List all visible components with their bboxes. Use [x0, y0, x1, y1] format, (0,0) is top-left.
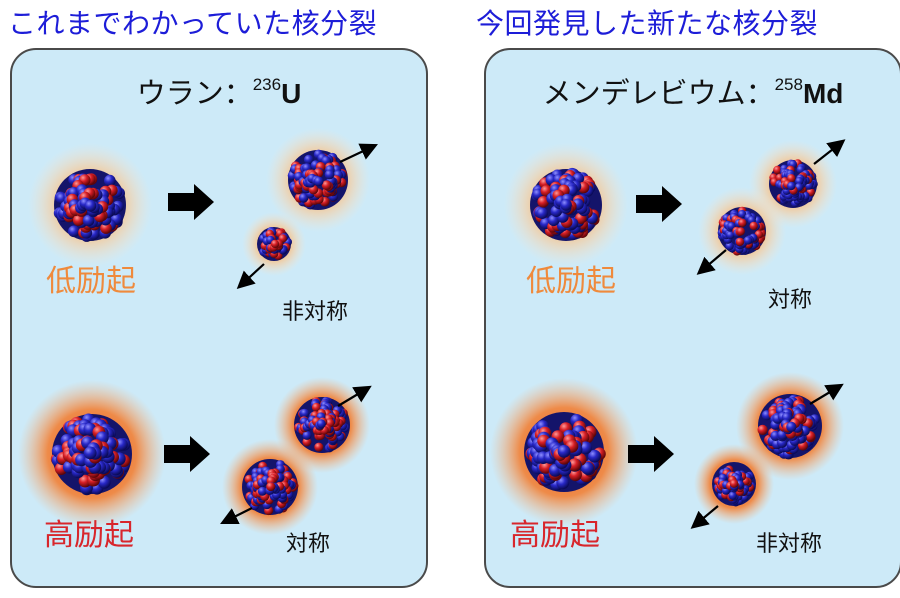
nucleus-icon	[717, 206, 766, 256]
fragment-motion-arrow	[813, 139, 846, 165]
panel-mendelevium: メンデレビウム：258Md 低励起 対称 高励起 非対称	[484, 48, 900, 588]
nucleus-icon	[257, 227, 292, 261]
nucleus-icon	[53, 169, 126, 242]
nucleus-title: ウラン：236U	[12, 70, 426, 112]
nucleus-icon	[294, 397, 350, 453]
element-symbol: U	[281, 78, 302, 109]
nucleus-icon	[242, 459, 299, 516]
nucleus-icon	[524, 412, 606, 492]
fragment-motion-arrow	[337, 385, 372, 407]
fragment-motion-arrow	[220, 507, 253, 524]
element-symbol: Md	[802, 78, 844, 109]
nucleus-icon	[757, 394, 822, 460]
right-arrow-icon	[164, 436, 210, 472]
fragment-motion-arrow	[236, 263, 265, 289]
fragment-motion-arrow	[809, 383, 844, 405]
nucleus-title: メンデレビウム：258Md	[486, 70, 900, 112]
right-arrow-icon	[636, 186, 682, 222]
nucleus-icon	[530, 167, 602, 241]
high-excitation-label: 高励起	[44, 518, 134, 553]
high-result-label: 非対称	[756, 532, 823, 557]
low-result-label: 対称	[768, 288, 813, 313]
nucleus-name: メンデレビウム：	[542, 76, 775, 110]
fragment-motion-arrow	[339, 143, 378, 163]
mass-number: 236	[252, 75, 282, 94]
heading-new-fission: 今回発見した新たな核分裂	[476, 7, 819, 40]
low-excitation-label: 低励起	[526, 264, 616, 299]
fragment-motion-arrow	[696, 249, 727, 275]
high-result-label: 対称	[286, 532, 331, 557]
nucleus-name: ウラン：	[136, 76, 253, 110]
right-arrow-icon	[168, 184, 214, 220]
low-result-label: 非対称	[282, 300, 349, 325]
panel-uranium: ウラン：236U 低励起 非対称 高励起 対称	[10, 48, 428, 588]
nucleus-icon	[769, 159, 818, 208]
fission-scene	[18, 128, 378, 535]
nucleus-icon	[712, 462, 756, 507]
high-excitation-label: 高励起	[510, 518, 600, 553]
fragment-motion-arrow	[690, 505, 719, 529]
heading-known-fission: これまでわかっていた核分裂	[8, 7, 378, 40]
nucleus-icon	[50, 413, 132, 496]
right-arrow-icon	[628, 436, 674, 472]
fission-scene	[490, 139, 846, 529]
mass-number: 258	[774, 75, 803, 94]
nucleus-icon	[287, 149, 348, 210]
low-excitation-label: 低励起	[46, 264, 136, 299]
